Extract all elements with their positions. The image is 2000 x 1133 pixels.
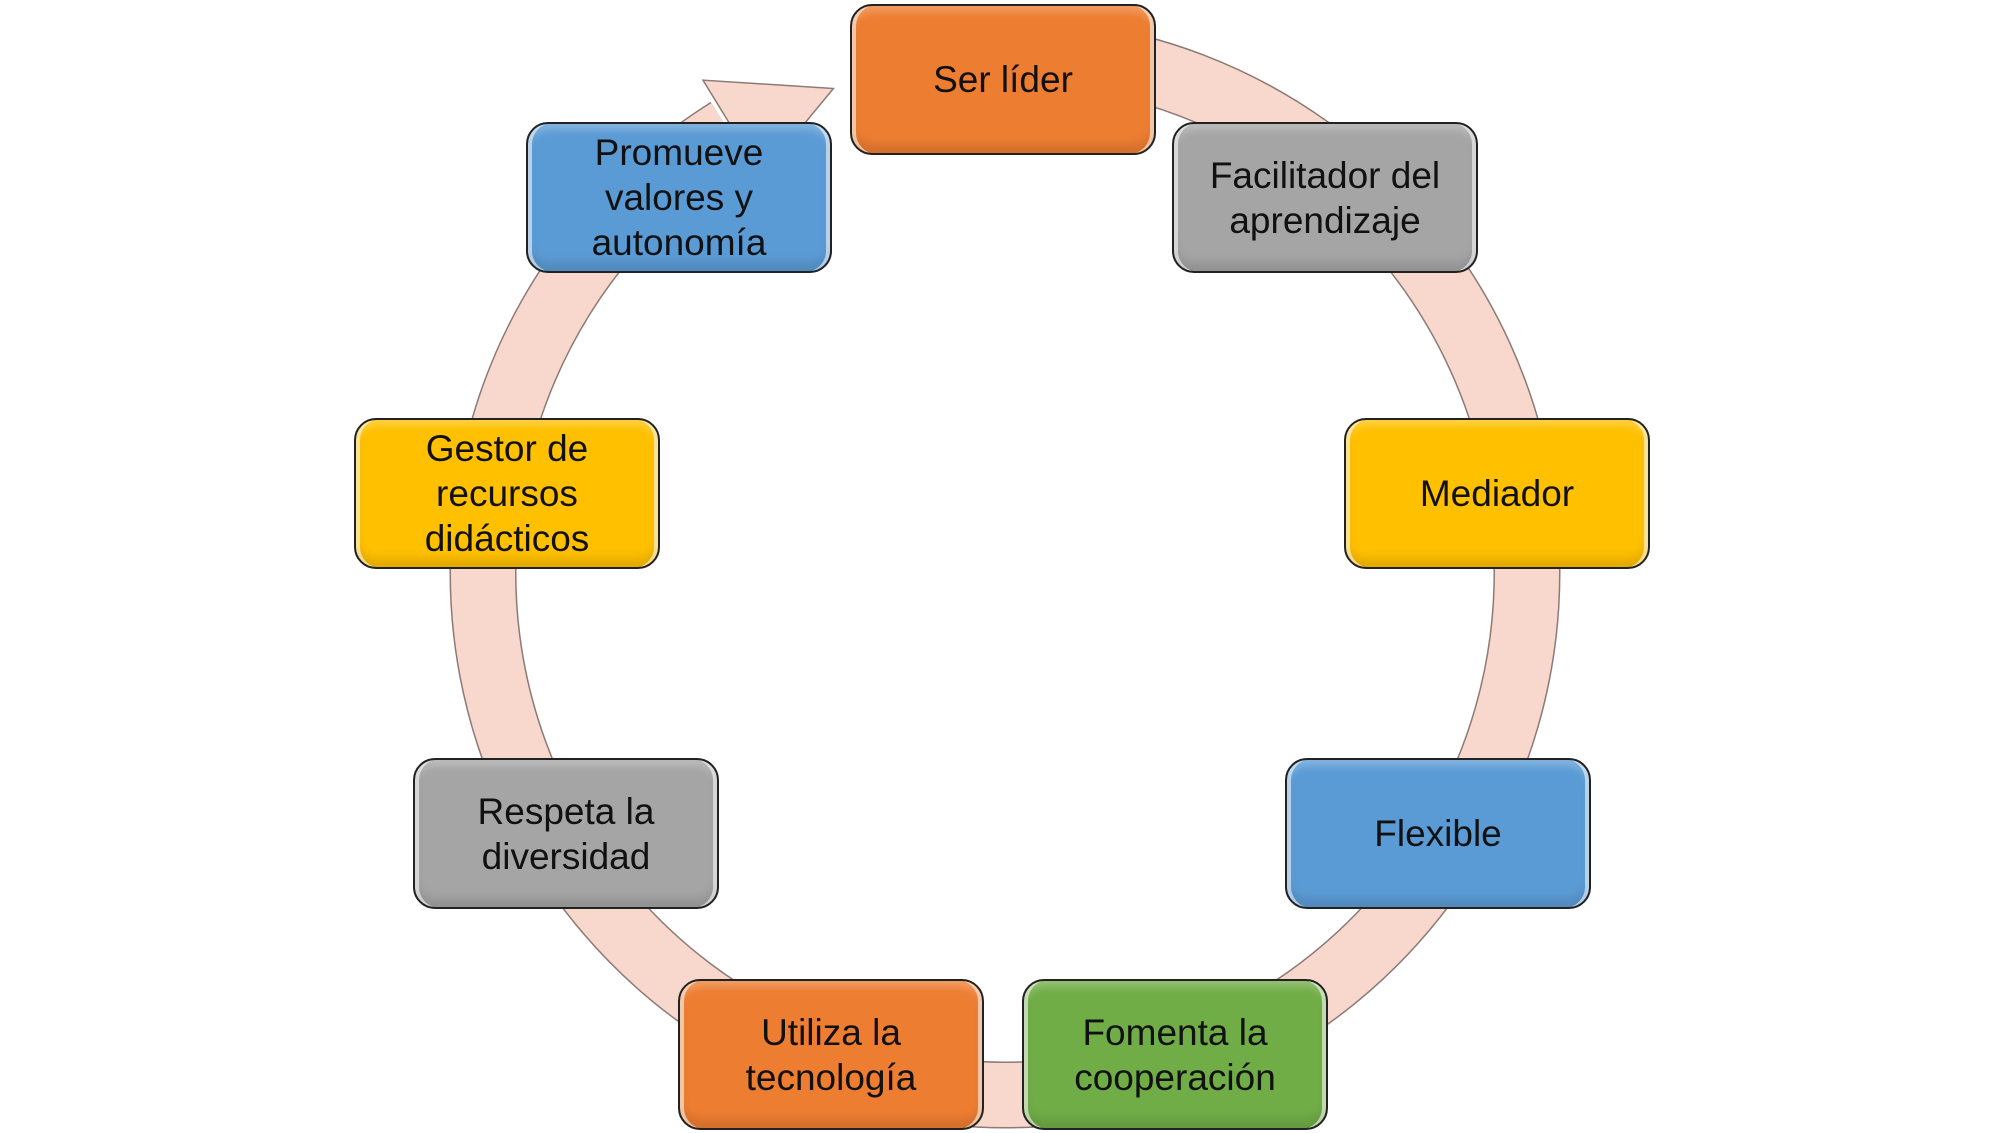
node-label: Mediador	[1419, 473, 1575, 514]
node-respeta-diversidad: Respeta la diversidad	[413, 758, 719, 909]
node-label: Gestor de recursos didácticos	[424, 428, 590, 559]
node-promueve-valores: Promueve valores y autonomía	[526, 122, 832, 273]
node-label: Respeta la diversidad	[477, 790, 655, 877]
node-label: Promueve valores y autonomía	[591, 132, 767, 263]
node-gestor-recursos: Gestor de recursos didácticos	[354, 418, 660, 569]
node-label: Utiliza la tecnología	[745, 1011, 917, 1098]
node-label: Flexible	[1374, 813, 1502, 854]
node-label: Facilitador del aprendizaje	[1209, 154, 1441, 241]
node-ser-lider: Ser líder	[850, 4, 1156, 155]
node-label: Fomenta la cooperación	[1074, 1011, 1276, 1098]
node-flexible: Flexible	[1285, 758, 1591, 909]
node-mediador: Mediador	[1344, 418, 1650, 569]
node-facilitador: Facilitador del aprendizaje	[1172, 122, 1478, 273]
node-fomenta-cooperacion: Fomenta la cooperación	[1022, 979, 1328, 1130]
node-label: Ser líder	[933, 59, 1073, 100]
node-utiliza-tecnologia: Utiliza la tecnología	[678, 979, 984, 1130]
